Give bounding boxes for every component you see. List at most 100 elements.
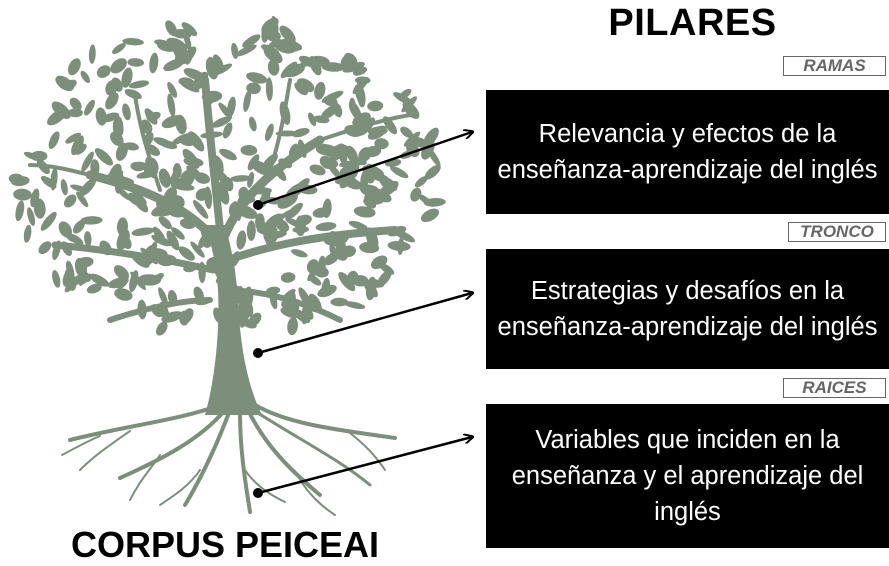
leaf — [397, 237, 404, 255]
leaf — [317, 255, 326, 275]
tag-ramas: RAMAS — [783, 56, 886, 76]
leaf — [420, 208, 440, 223]
arrow-ramas — [257, 132, 472, 207]
leaf — [86, 283, 102, 294]
leaf — [130, 271, 146, 290]
leaf — [222, 122, 233, 139]
leaf — [308, 275, 322, 286]
leaf — [393, 229, 416, 243]
leaf — [69, 97, 82, 111]
leaf — [183, 68, 206, 81]
leaf — [390, 166, 409, 179]
leaf — [64, 274, 82, 293]
leaf — [321, 277, 331, 297]
leaf — [265, 228, 279, 246]
pillar-box-raices: Variables que inciden en la enseñanza y … — [486, 404, 889, 548]
leaf — [246, 220, 256, 241]
branches — [28, 76, 412, 323]
leaf — [67, 108, 83, 118]
leaf — [149, 52, 159, 74]
leaf — [267, 38, 281, 50]
leaf — [55, 75, 74, 92]
leaf — [246, 72, 268, 84]
leaf — [291, 128, 310, 138]
leaf — [279, 38, 303, 51]
leaf — [79, 178, 97, 197]
leaf — [312, 207, 331, 218]
leaf — [400, 126, 413, 138]
leaf — [194, 172, 210, 184]
leaf — [236, 230, 247, 250]
leaf — [247, 154, 260, 171]
leaf — [309, 164, 326, 176]
leaf — [158, 168, 171, 188]
leaf — [399, 88, 412, 99]
arrow-dots — [253, 200, 263, 498]
leaf — [172, 29, 192, 39]
leaf — [112, 115, 124, 138]
leaf — [338, 272, 356, 292]
leaf — [52, 270, 61, 288]
leaf — [71, 135, 84, 156]
leaf — [280, 307, 300, 319]
leaf — [172, 43, 184, 61]
leaf — [219, 148, 237, 161]
leaf — [306, 259, 319, 274]
leaf — [38, 241, 52, 255]
leaf — [367, 126, 388, 136]
leaf — [63, 227, 73, 242]
leaf — [247, 171, 255, 188]
leaf — [158, 216, 172, 230]
leaf — [342, 61, 365, 73]
leaf — [316, 144, 338, 156]
leaf — [114, 288, 133, 301]
leaf — [248, 116, 257, 132]
leaf — [161, 311, 183, 323]
leaf — [243, 90, 252, 112]
leaf — [343, 301, 366, 309]
leaf — [323, 252, 340, 266]
leaf — [340, 55, 352, 72]
leaf — [63, 194, 77, 208]
leaf — [88, 44, 96, 64]
leaf — [355, 76, 371, 85]
leaf — [40, 211, 57, 231]
leaf — [8, 173, 24, 184]
leaf — [231, 42, 239, 59]
arrow-tronco — [257, 293, 472, 355]
leaf — [144, 108, 158, 125]
leaf — [242, 34, 261, 48]
leaf — [27, 207, 36, 226]
leaf — [127, 192, 147, 207]
leaf — [275, 219, 290, 233]
leaf — [171, 227, 185, 240]
leaf — [155, 321, 168, 336]
leaf — [127, 58, 144, 67]
leaf — [122, 103, 131, 121]
leaf — [62, 268, 75, 287]
leaf — [363, 279, 378, 298]
leaf — [280, 272, 296, 283]
leaf — [84, 99, 95, 116]
leaf — [81, 151, 94, 172]
leaf — [188, 131, 205, 152]
pillar-text-raices: Variables que inciden en la enseñanza y … — [511, 426, 864, 526]
roots — [61, 403, 397, 516]
leaf — [322, 159, 339, 170]
leaf — [218, 102, 233, 119]
leaf — [424, 164, 441, 180]
leaf — [426, 146, 441, 167]
leaf — [110, 58, 127, 74]
leaf — [192, 200, 209, 219]
leaf — [313, 115, 330, 124]
leaf — [378, 180, 399, 197]
leaf — [195, 188, 210, 201]
leaf — [158, 287, 169, 307]
leaf — [130, 161, 145, 172]
leaf — [122, 38, 144, 46]
leaf — [348, 220, 368, 231]
leaf — [175, 114, 187, 135]
leaf — [30, 150, 48, 162]
tag-tronco: TRONCO — [788, 222, 886, 242]
leaf — [121, 67, 133, 88]
